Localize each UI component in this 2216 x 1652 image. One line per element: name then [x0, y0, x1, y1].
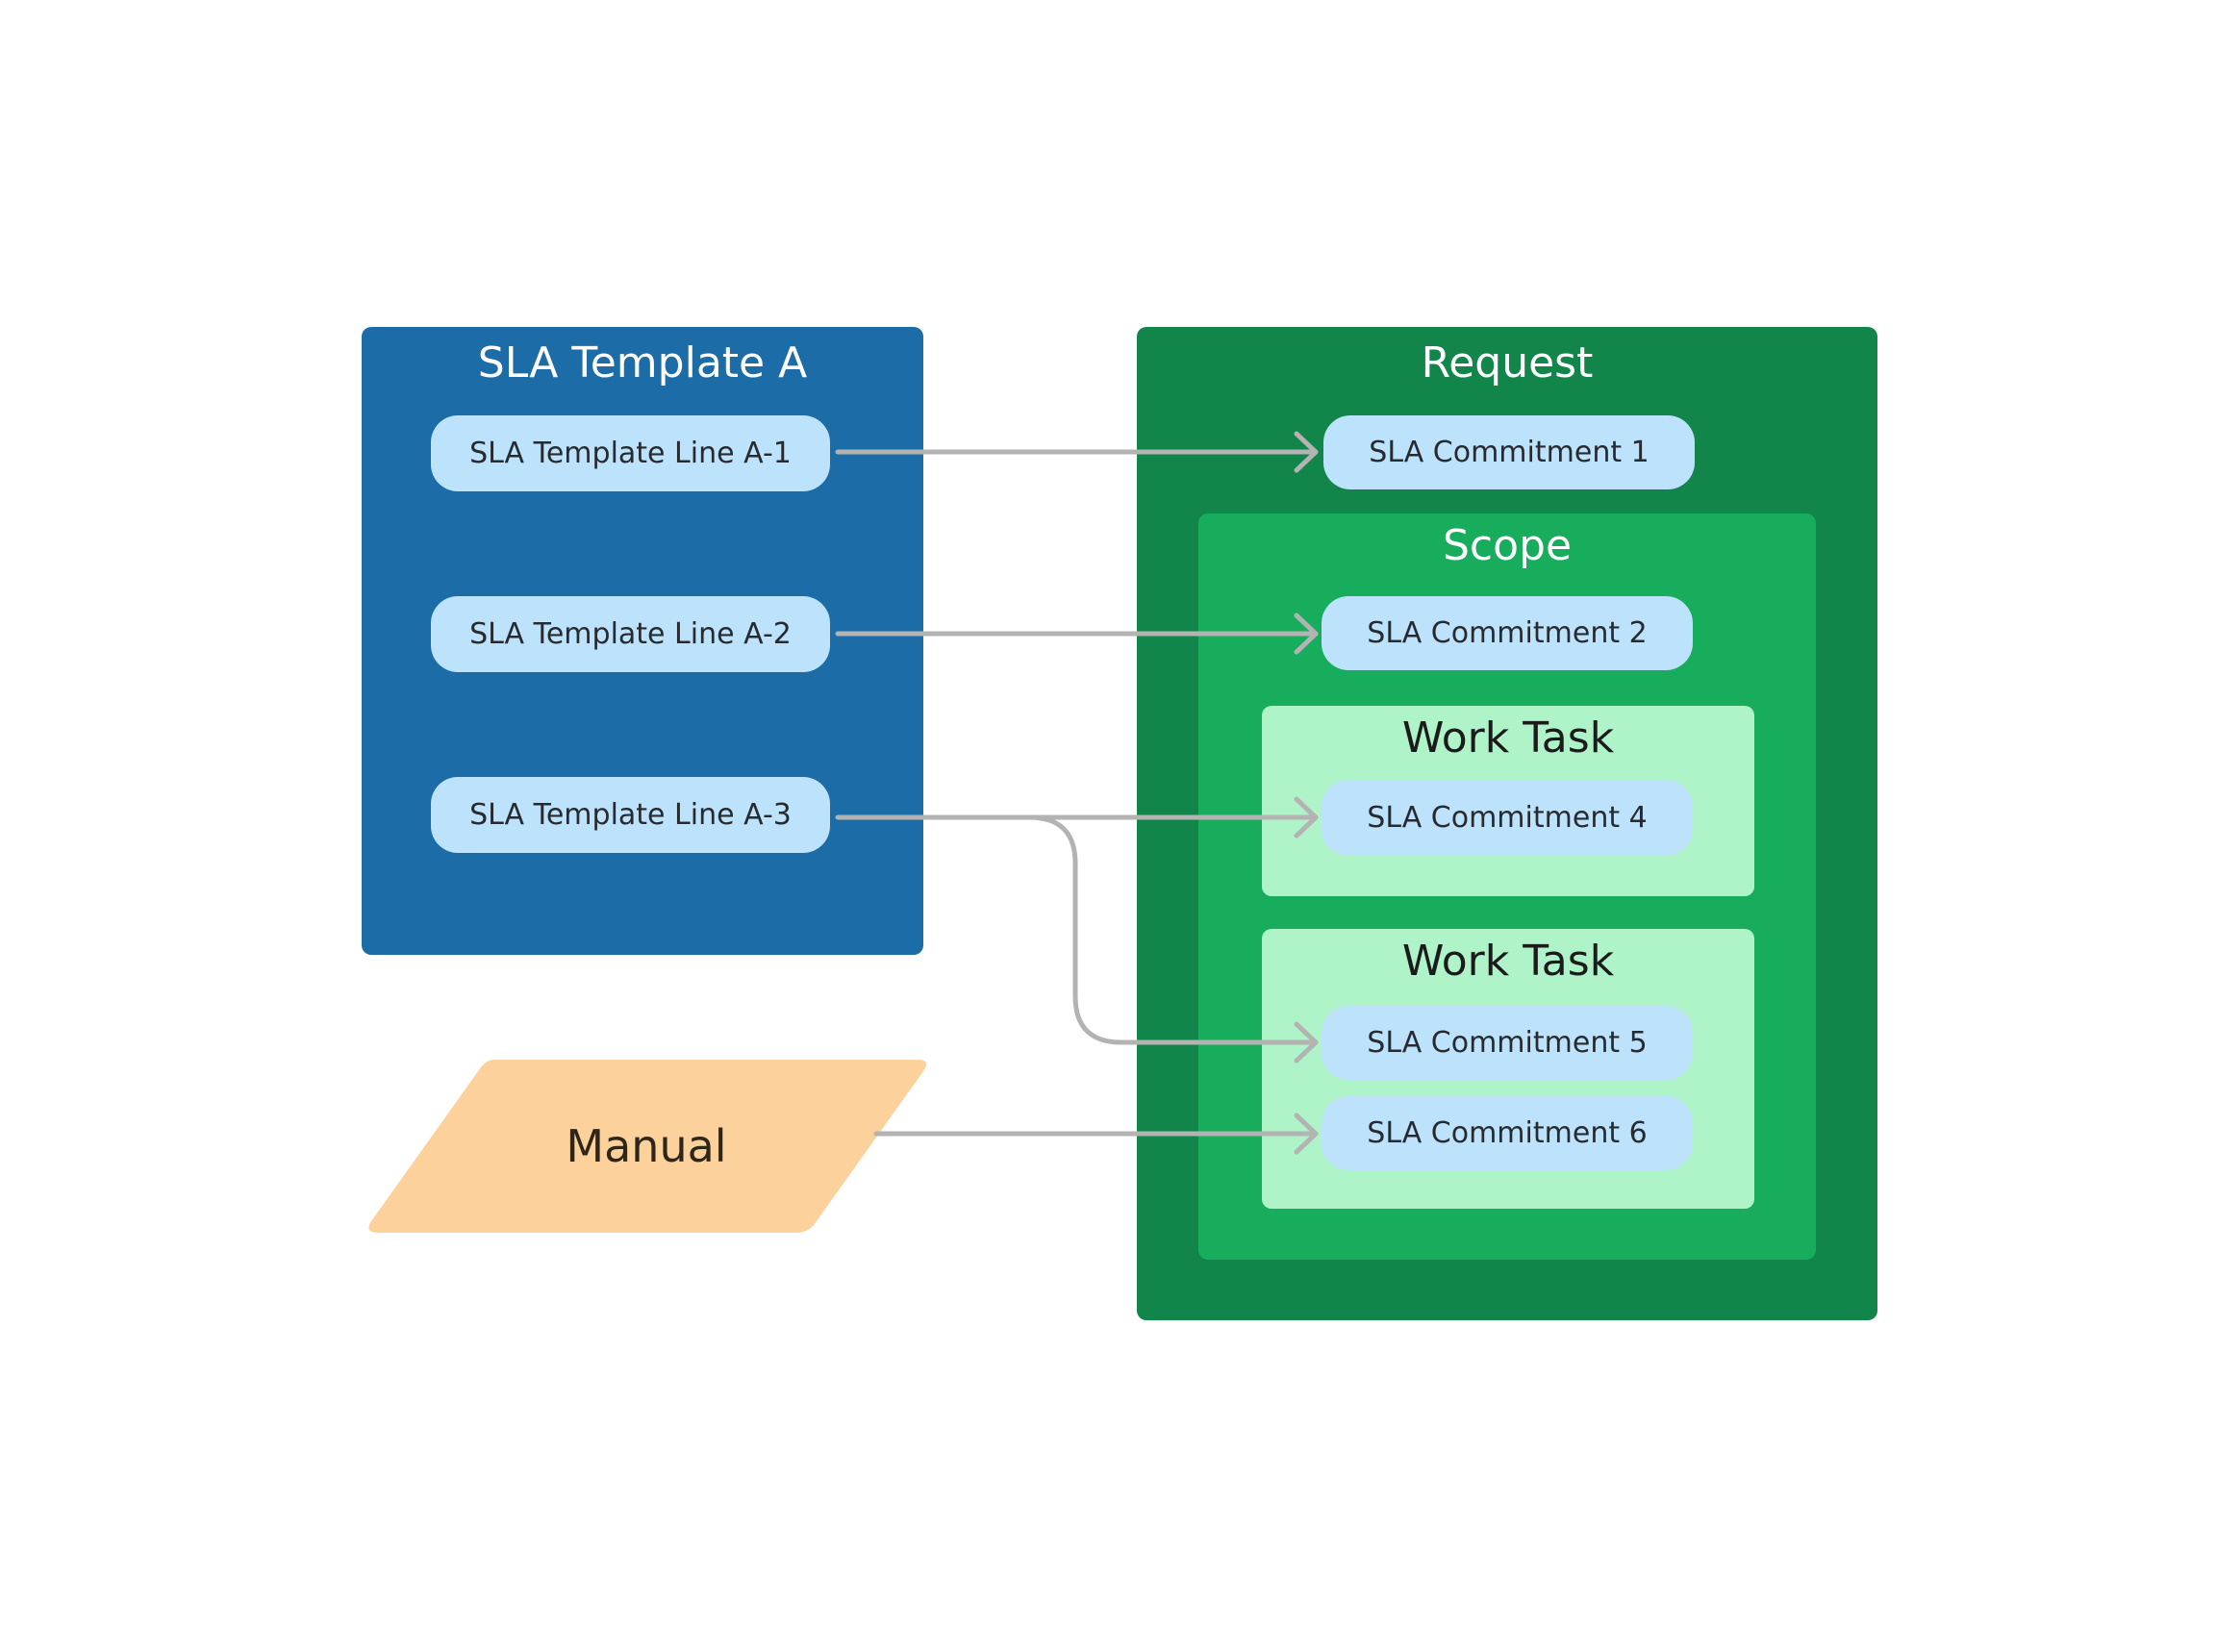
- sla-commitment-2[interactable]: SLA Commitment 2: [1322, 596, 1693, 670]
- sla-commitment-6[interactable]: SLA Commitment 6: [1322, 1096, 1693, 1170]
- work-task-title-2: Work Task: [1401, 937, 1615, 986]
- work-task-title-1: Work Task: [1401, 713, 1615, 763]
- sla-commitment-4[interactable]: SLA Commitment 4: [1322, 780, 1693, 856]
- manual-label: Manual: [566, 1120, 727, 1172]
- sla-template-line-a-2[interactable]: SLA Template Line A-2: [431, 596, 830, 672]
- manual-source-shape[interactable]: [362, 1058, 931, 1235]
- request-title: Request: [1421, 338, 1594, 388]
- sla-commitment-1[interactable]: SLA Commitment 1: [1323, 415, 1695, 489]
- scope-title: Scope: [1442, 521, 1573, 570]
- sla-commitment-5[interactable]: SLA Commitment 5: [1322, 1006, 1693, 1080]
- sla-template-line-a-1[interactable]: SLA Template Line A-1: [431, 415, 830, 491]
- manual-parallelogram: [368, 1060, 926, 1233]
- sla-template-line-a-3[interactable]: SLA Template Line A-3: [431, 777, 830, 853]
- sla-template-a-title: SLA Template A: [477, 338, 808, 388]
